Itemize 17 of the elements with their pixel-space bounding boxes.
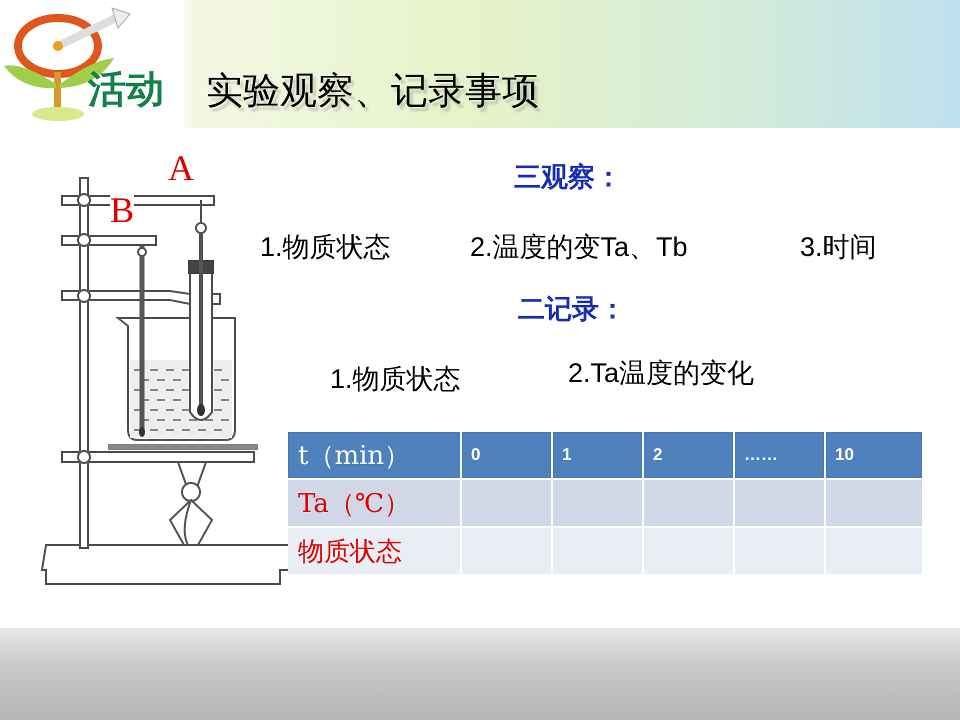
column-header: 10 xyxy=(826,432,922,478)
section-heading: 二记录： xyxy=(518,296,626,323)
row-header: Ta（℃） xyxy=(288,480,460,526)
column-header: t（min） xyxy=(288,432,460,478)
section-heading: 三观察： xyxy=(514,164,622,191)
column-header: 1 xyxy=(553,432,642,478)
list-item: 3.时间 xyxy=(800,234,877,261)
slide-title: 实验观察、记录事项 xyxy=(206,72,539,109)
row-header: 物质状态 xyxy=(288,528,460,574)
list-item: 1.物质状态 xyxy=(260,234,391,261)
list-item: 1.物质状态 xyxy=(330,366,461,393)
column-header: 0 xyxy=(462,432,551,478)
activity-label: 活动 xyxy=(88,70,164,108)
list-item: 2.Ta温度的变化 xyxy=(568,360,754,387)
column-header: …… xyxy=(735,432,824,478)
column-header: 2 xyxy=(644,432,733,478)
list-item: 2.温度的变Ta、Tb xyxy=(470,234,688,261)
